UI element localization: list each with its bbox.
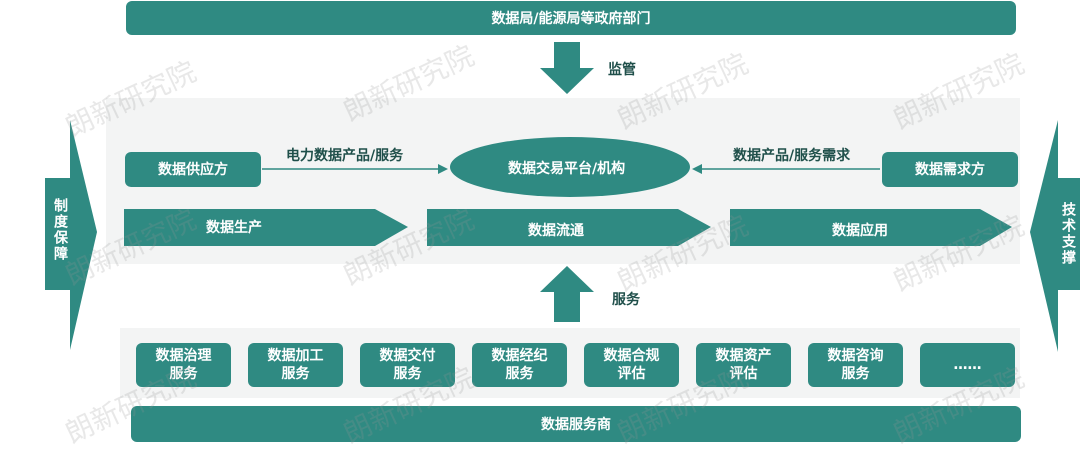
government-bar: 数据局/能源局等政府部门	[126, 1, 1016, 35]
platform-label: 数据交易平台/机构	[508, 161, 626, 177]
service-line1: 数据咨询	[827, 348, 884, 364]
service-line2: 服务	[281, 366, 310, 382]
service-line2: 评估	[617, 366, 646, 382]
service-box-brokerage: 数据经纪服务	[472, 343, 567, 387]
supervise-label: 监管	[608, 62, 636, 78]
service-line1: 数据加工	[267, 348, 324, 364]
service-line2: 评估	[729, 366, 758, 382]
stage-production-label: 数据生产	[206, 220, 262, 236]
stage-arrow-application	[730, 209, 1012, 246]
service-line1: ……	[953, 357, 982, 373]
service-box-compliance: 数据合规评估	[584, 343, 679, 387]
service-line2: 服务	[505, 366, 534, 382]
service-line2: 服务	[841, 366, 870, 382]
demander-box: 数据需求方	[882, 152, 1018, 187]
service-line1: 数据经纪	[491, 348, 548, 364]
supply-flow-label: 电力数据产品/服务	[286, 148, 404, 164]
left-side-arrow	[45, 120, 97, 350]
service-box-asset-evaluation: 数据资产评估	[696, 343, 791, 387]
service-label: 服务	[612, 292, 640, 308]
service-line1: 数据治理	[155, 348, 212, 364]
service-box-more: ……	[920, 343, 1015, 387]
stage-circulation-label: 数据流通	[528, 223, 584, 239]
service-line2: 服务	[169, 366, 198, 382]
left-side-label: 制度保障	[52, 198, 68, 262]
service-box-governance: 数据治理服务	[136, 343, 231, 387]
service-box-consulting: 数据咨询服务	[808, 343, 903, 387]
platform-ellipse	[450, 137, 690, 197]
demand-flow-arrowhead	[692, 164, 702, 174]
supervise-arrow	[540, 42, 594, 94]
service-line1: 数据合规	[603, 348, 660, 364]
supply-flow-arrowhead	[438, 164, 448, 174]
demand-flow-label: 数据产品/服务需求	[733, 148, 851, 164]
service-line1: 数据交付	[379, 348, 436, 364]
service-box-delivery: 数据交付服务	[360, 343, 455, 387]
right-side-label: 技术支撑	[1060, 202, 1076, 266]
stage-arrow-circulation	[427, 209, 711, 246]
service-provider-bar: 数据服务商	[131, 406, 1021, 442]
service-box-processing: 数据加工服务	[248, 343, 343, 387]
service-line2: 服务	[393, 366, 422, 382]
service-line1: 数据资产	[715, 348, 772, 364]
right-side-arrow	[1030, 120, 1080, 352]
stage-application-label: 数据应用	[832, 223, 888, 239]
supplier-box: 数据供应方	[125, 152, 261, 187]
service-arrow	[540, 266, 594, 322]
stage-arrow-production	[124, 209, 408, 246]
